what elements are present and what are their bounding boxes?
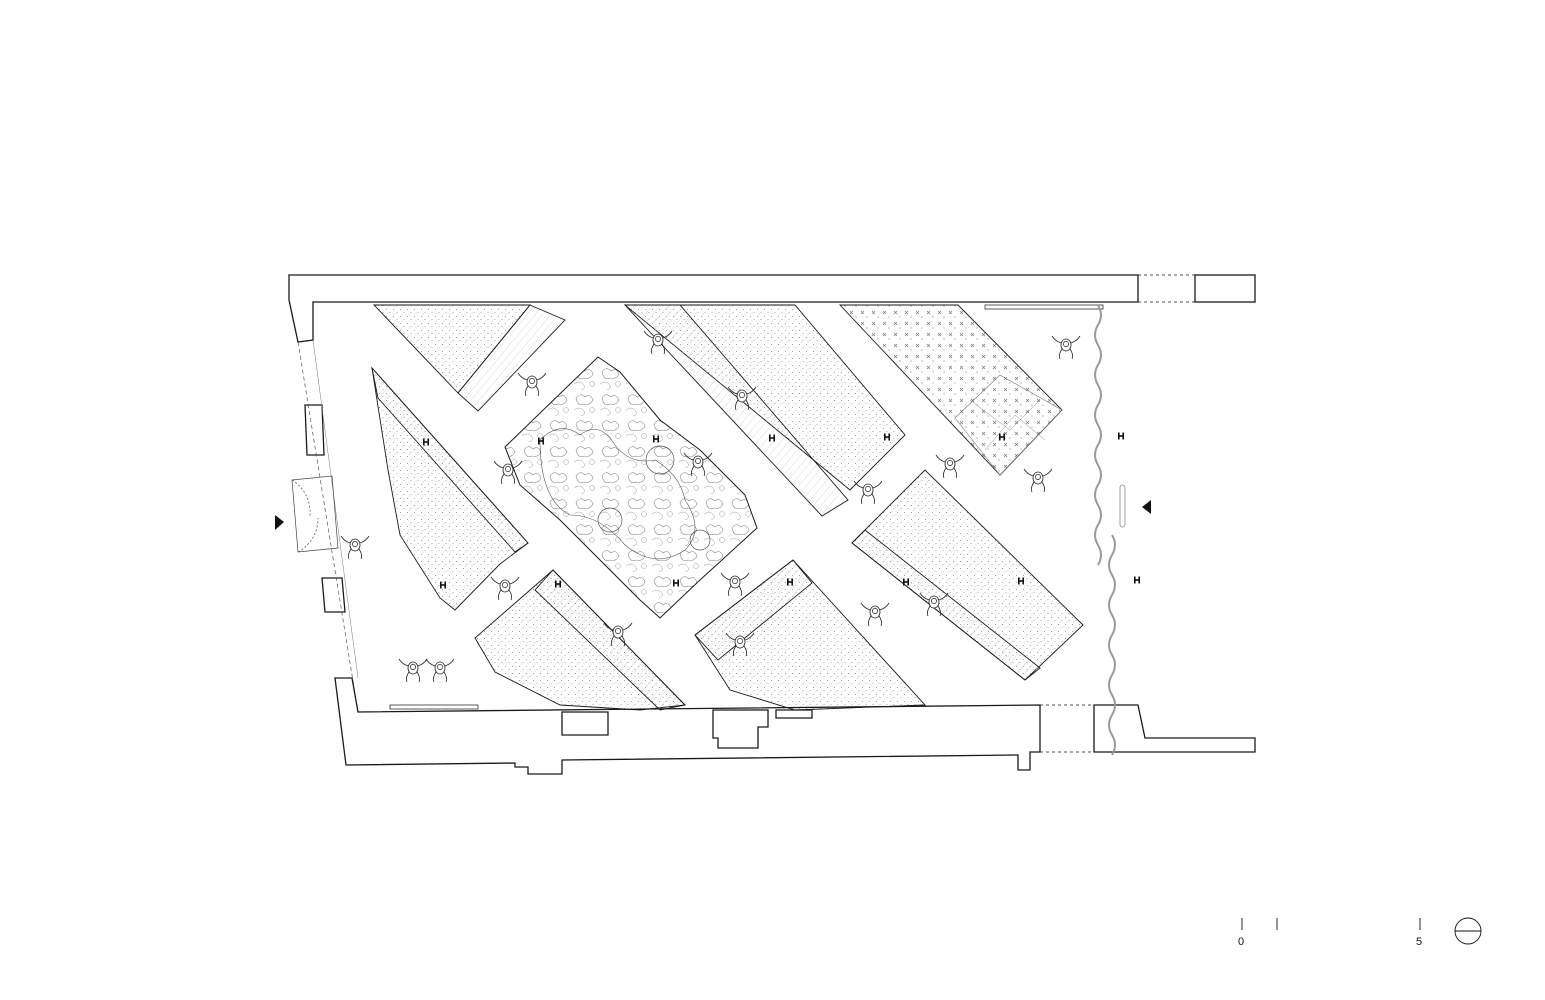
person-figure-icon bbox=[720, 572, 750, 597]
person-figure-icon bbox=[853, 480, 883, 505]
bench-top bbox=[984, 304, 1104, 310]
h-fixture-icon bbox=[1118, 432, 1124, 440]
wavy-curtain-icon bbox=[1094, 304, 1126, 756]
person-figure-icon bbox=[1051, 335, 1081, 360]
person-figure-icon bbox=[490, 576, 520, 601]
planting-beds bbox=[371, 304, 1084, 711]
bench-bottom bbox=[389, 704, 479, 710]
scale-end-label: 5 bbox=[1416, 936, 1423, 948]
h-fixture-icon bbox=[1134, 576, 1140, 584]
north-arrow-icon bbox=[1454, 917, 1482, 945]
triangle-marker-icon bbox=[275, 515, 284, 530]
central-planting bbox=[504, 356, 758, 619]
person-figure-icon bbox=[860, 602, 890, 627]
person-figure-icon bbox=[425, 658, 455, 683]
person-figure-icon bbox=[398, 658, 428, 683]
person-figure-icon bbox=[1023, 468, 1053, 493]
entrance-door bbox=[291, 475, 339, 553]
scale-bar bbox=[1241, 918, 1421, 930]
person-figure-icon bbox=[340, 535, 370, 560]
person-figure-icon bbox=[935, 454, 965, 479]
scale-start-label: 0 bbox=[1238, 936, 1245, 948]
triangle-marker-icon bbox=[1142, 500, 1151, 514]
person-figure-icon bbox=[517, 372, 547, 397]
